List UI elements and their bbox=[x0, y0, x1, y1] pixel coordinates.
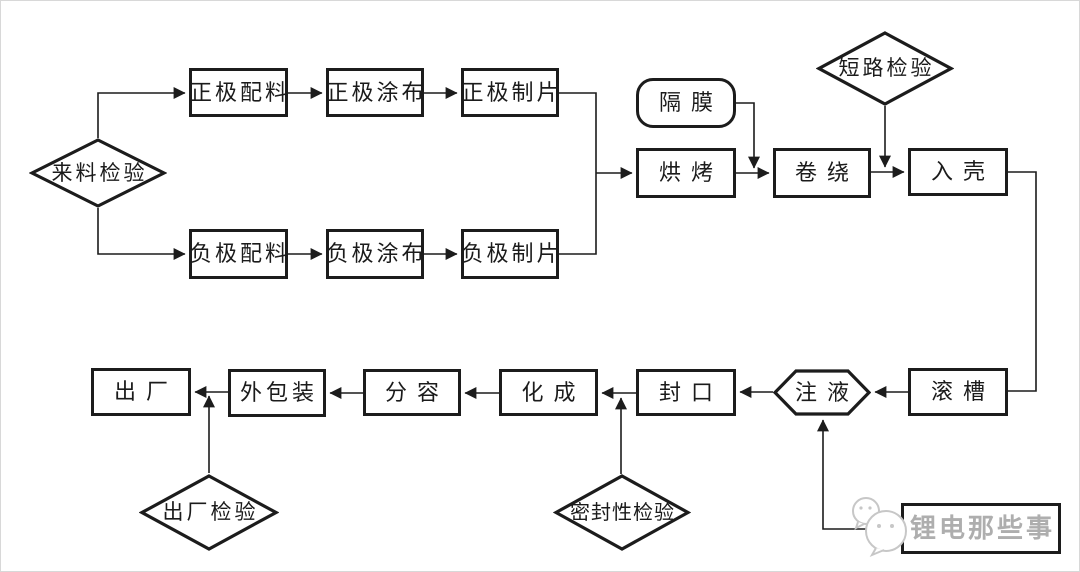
node-seal-test: 密封性检验 bbox=[553, 474, 691, 551]
node-label: 封口 bbox=[658, 379, 723, 405]
node-anode-sheeting: 负极制片 bbox=[461, 229, 559, 279]
node-label: 正极配料 bbox=[190, 79, 291, 105]
node-shipping: 出厂 bbox=[91, 368, 191, 416]
node-label: 短路检验 bbox=[838, 56, 935, 80]
node-capacity-grading: 分容 bbox=[363, 369, 461, 416]
node-label: 注液 bbox=[794, 379, 859, 405]
node-label: 密封性检验 bbox=[570, 501, 675, 524]
node-label: 来料检验 bbox=[51, 160, 148, 185]
node-baking: 烘烤 bbox=[636, 148, 736, 198]
node-label: 分容 bbox=[384, 379, 449, 405]
node-short-circuit-test: 短路检验 bbox=[816, 31, 954, 106]
node-label: 卷绕 bbox=[794, 160, 859, 185]
node-label: 负极配料 bbox=[190, 241, 291, 266]
node-incoming-inspection: 来料检验 bbox=[29, 138, 167, 208]
node-cathode-coating: 正极涂布 bbox=[326, 68, 424, 117]
node-outer-packaging: 外包装 bbox=[228, 369, 326, 417]
node-casing: 入壳 bbox=[908, 148, 1008, 196]
watermark-box: 锂电那些事 bbox=[901, 503, 1061, 554]
diamond-shape bbox=[553, 474, 691, 551]
node-grooving: 滚槽 bbox=[908, 368, 1008, 416]
node-shipping-inspection: 出厂检验 bbox=[139, 474, 279, 551]
node-sealing: 封口 bbox=[636, 369, 736, 416]
node-label: 出厂检验 bbox=[162, 500, 259, 524]
node-label: 烘烤 bbox=[658, 160, 723, 185]
diamond-shape bbox=[139, 474, 279, 551]
node-formation: 化成 bbox=[499, 369, 598, 416]
node-label: 隔膜 bbox=[658, 90, 723, 115]
node-cathode-sheeting: 正极制片 bbox=[461, 68, 559, 117]
node-label: 化成 bbox=[521, 379, 586, 405]
node-winding: 卷绕 bbox=[773, 148, 871, 198]
node-label: 正极涂布 bbox=[326, 79, 427, 105]
node-separator: 隔膜 bbox=[636, 78, 736, 128]
node-cathode-batching: 正极配料 bbox=[189, 68, 288, 117]
node-label: 入壳 bbox=[930, 159, 995, 184]
node-label: 出厂 bbox=[113, 379, 178, 404]
node-anode-batching: 负极配料 bbox=[189, 229, 288, 279]
node-label: 滚槽 bbox=[930, 379, 995, 404]
node-electrolyte-filling: 注液 bbox=[773, 369, 871, 416]
wechat-icon bbox=[852, 497, 907, 558]
diamond-shape bbox=[29, 138, 167, 208]
watermark-text: 锂电那些事 bbox=[909, 513, 1055, 543]
node-anode-coating: 负极涂布 bbox=[326, 229, 424, 279]
node-label: 负极涂布 bbox=[326, 241, 427, 266]
hexagon-shape bbox=[773, 369, 871, 416]
node-label: 正极制片 bbox=[461, 79, 562, 105]
node-label: 负极制片 bbox=[461, 241, 562, 266]
diamond-shape bbox=[816, 31, 954, 106]
node-label: 外包装 bbox=[239, 380, 318, 405]
